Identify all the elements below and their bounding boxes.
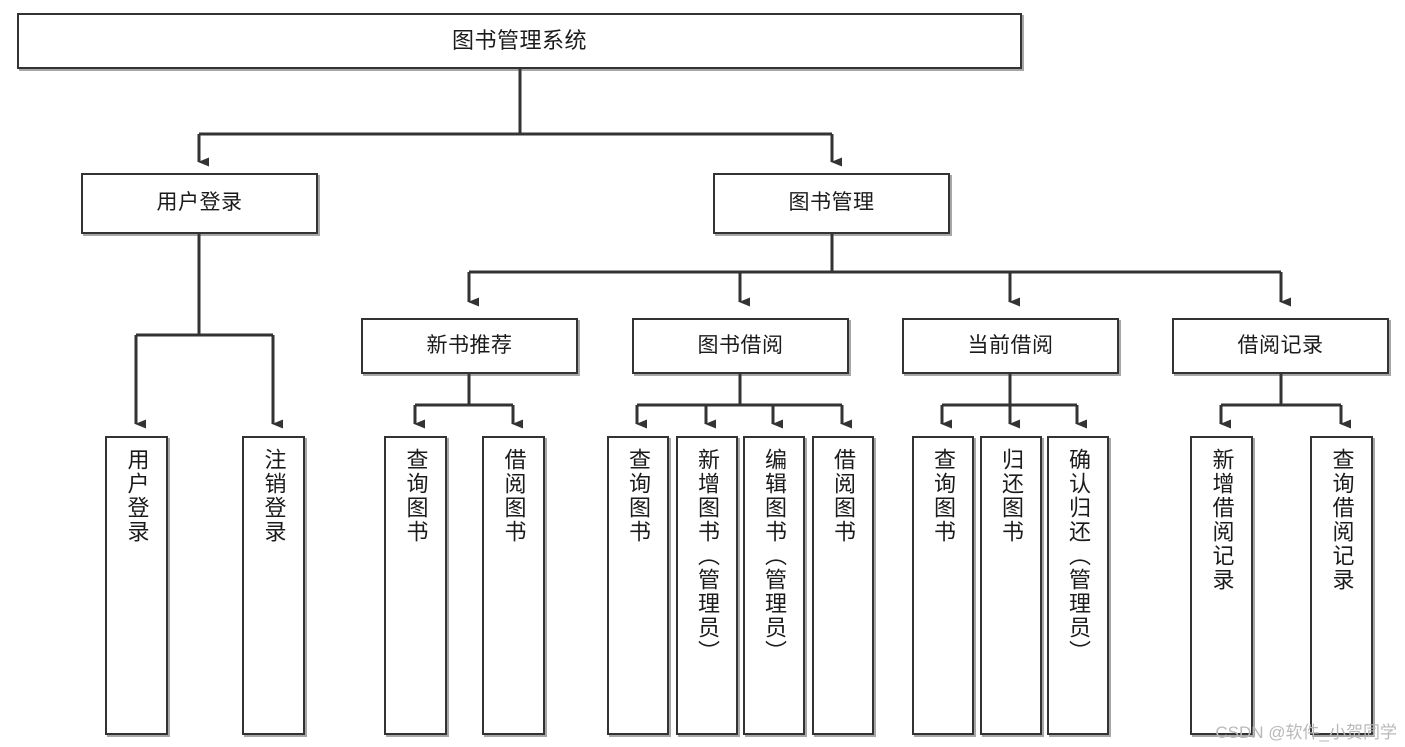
leaf-user-login-logout[interactable]: 注销登录 <box>242 436 305 735</box>
leaf-current-borrow-confirm-return-label: 确认归还（管理员） <box>1066 448 1091 664</box>
leaf-book-borrow-add-label: 新增图书（管理员） <box>695 448 720 664</box>
node-current-borrow-label: 当前借阅 <box>967 333 1054 357</box>
node-new-book-recommend-label: 新书推荐 <box>426 333 513 357</box>
leaf-borrow-record-query[interactable]: 查询借阅记录 <box>1310 436 1373 735</box>
leaf-book-borrow-query[interactable]: 查询图书 <box>607 436 669 735</box>
node-root-label: 图书管理系统 <box>451 28 587 54</box>
node-current-borrow[interactable]: 当前借阅 <box>902 318 1119 374</box>
node-borrow-record[interactable]: 借阅记录 <box>1172 318 1389 374</box>
node-book-borrow[interactable]: 图书借阅 <box>632 318 849 374</box>
leaf-borrow-record-add[interactable]: 新增借阅记录 <box>1190 436 1253 735</box>
node-root-library-system[interactable]: 图书管理系统 <box>17 13 1022 69</box>
csdn-watermark: CSDN @软件_小贺同学 <box>1215 723 1397 742</box>
leaf-book-borrow-edit-label: 编辑图书（管理员） <box>762 448 787 664</box>
leaf-borrow-record-query-label: 查询借阅记录 <box>1329 448 1355 592</box>
leaf-new-book-borrow[interactable]: 借阅图书 <box>482 436 545 735</box>
leaf-current-borrow-confirm-return[interactable]: 确认归还（管理员） <box>1047 436 1109 735</box>
leaf-book-borrow-add[interactable]: 新增图书（管理员） <box>676 436 738 735</box>
leaf-book-borrow-borrow[interactable]: 借阅图书 <box>812 436 874 735</box>
node-user-login[interactable]: 用户登录 <box>81 173 318 234</box>
leaf-new-book-borrow-label: 借阅图书 <box>501 448 527 544</box>
leaf-book-borrow-query-label: 查询图书 <box>626 448 651 544</box>
leaf-borrow-record-add-label: 新增借阅记录 <box>1209 448 1235 592</box>
leaf-user-login-logout-label: 注销登录 <box>261 448 287 544</box>
node-user-login-label: 用户登录 <box>156 191 243 215</box>
leaf-current-borrow-query[interactable]: 查询图书 <box>912 436 974 735</box>
node-new-book-recommend[interactable]: 新书推荐 <box>361 318 578 374</box>
leaf-book-borrow-borrow-label: 借阅图书 <box>831 448 856 544</box>
leaf-current-borrow-return-label: 归还图书 <box>999 448 1024 544</box>
node-borrow-record-label: 借阅记录 <box>1237 333 1324 357</box>
leaf-current-borrow-query-label: 查询图书 <box>931 448 956 544</box>
leaf-user-login-login[interactable]: 用户登录 <box>105 436 168 735</box>
leaf-new-book-query[interactable]: 查询图书 <box>384 436 447 735</box>
leaf-current-borrow-return[interactable]: 归还图书 <box>980 436 1042 735</box>
leaf-user-login-login-label: 用户登录 <box>124 448 150 544</box>
node-book-borrow-label: 图书借阅 <box>697 333 784 357</box>
node-book-management-label: 图书管理 <box>788 191 875 215</box>
leaf-book-borrow-edit[interactable]: 编辑图书（管理员） <box>743 436 805 735</box>
node-book-management[interactable]: 图书管理 <box>713 173 950 234</box>
leaf-new-book-query-label: 查询图书 <box>403 448 429 544</box>
